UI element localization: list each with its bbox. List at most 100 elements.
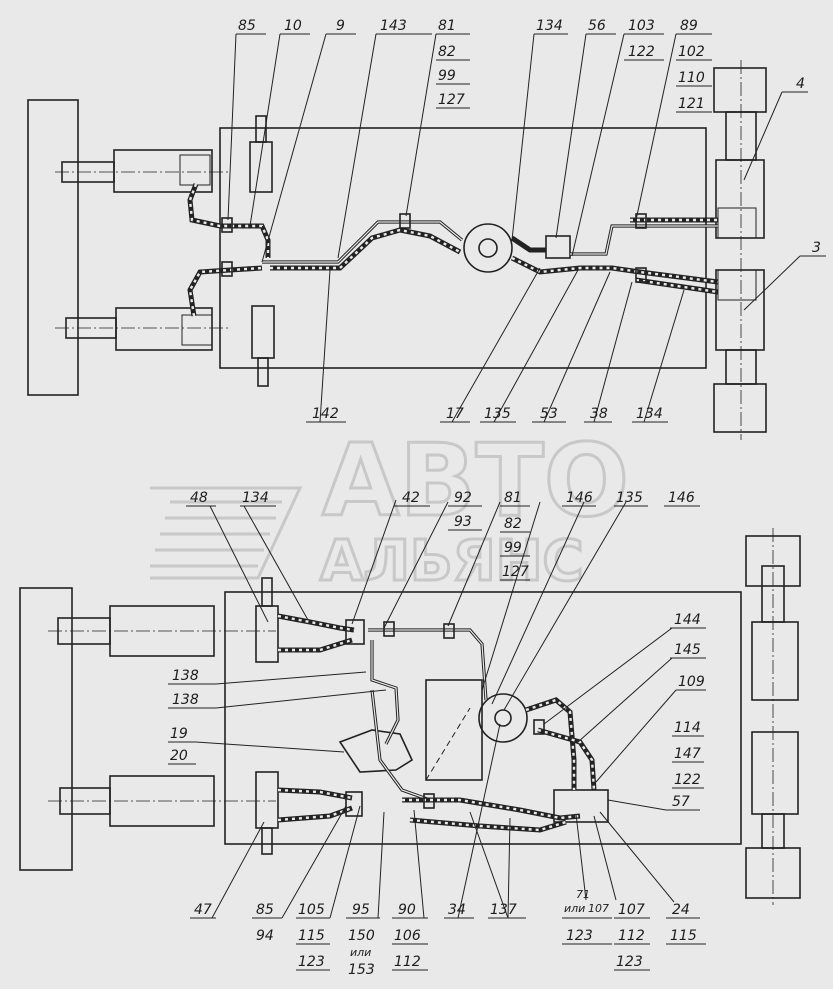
- label-38: 38: [590, 406, 608, 422]
- label-107-b: 107: [618, 902, 645, 918]
- label-92: 92: [454, 490, 472, 506]
- front-axle-beam: [27, 99, 79, 396]
- label-135-top: 135: [484, 406, 511, 422]
- bottom-leaders: [195, 499, 677, 919]
- label-123-b: 123: [566, 928, 593, 944]
- label-24: 24: [672, 902, 690, 918]
- label-81-bv: 81: [504, 490, 522, 506]
- cylinder-valve-upper: [179, 154, 211, 186]
- label-112-a: 112: [394, 954, 421, 970]
- watermark-line1: АВТО: [322, 422, 629, 539]
- cylinder-body-upper: [113, 149, 213, 193]
- label-150: 150: [348, 928, 375, 944]
- label-109: 109: [678, 674, 705, 690]
- top-labels: 85 10 9 143 81 82 99 127 134 56 103 122 …: [238, 18, 821, 422]
- label-85-bv: 85: [256, 902, 274, 918]
- label-53: 53: [540, 406, 558, 422]
- label-105: 105: [298, 902, 325, 918]
- bottom-view: 48 134 42 92 93 81 82 99 127 146 135 146…: [19, 490, 801, 978]
- post-47: [255, 771, 279, 829]
- label-138-b: 138: [172, 692, 199, 708]
- cylinder-body-lower: [115, 307, 213, 351]
- label-134-bottom: 134: [636, 406, 663, 422]
- label-115-b: 115: [670, 928, 697, 944]
- label-20: 20: [170, 748, 188, 764]
- label-99-bv: 99: [504, 540, 522, 556]
- label-10: 10: [284, 18, 302, 34]
- label-3: 3: [812, 240, 821, 256]
- label-112-b: 112: [618, 928, 645, 944]
- label-127-bv: 127: [502, 564, 529, 580]
- watermark-logo: [150, 486, 303, 580]
- label-56: 56: [588, 18, 606, 34]
- label-9: 9: [336, 18, 345, 34]
- wheel-block-3: [715, 269, 765, 351]
- label-ili-1: или: [350, 946, 371, 959]
- label-89: 89: [680, 18, 698, 34]
- label-82: 82: [438, 44, 456, 60]
- watermark-line2: АЛЬЯНС: [320, 529, 584, 594]
- frame-outline: [219, 127, 707, 369]
- label-145: 145: [674, 642, 701, 658]
- label-146-b: 146: [668, 490, 695, 506]
- label-123-c: 123: [616, 954, 643, 970]
- block-57: [553, 789, 609, 823]
- label-138-a: 138: [172, 668, 199, 684]
- label-146-a: 146: [566, 490, 593, 506]
- bottom-labels: 48 134 42 92 93 81 82 99 127 146 135 146…: [170, 490, 705, 978]
- label-95: 95: [352, 902, 370, 918]
- label-71: 71: [576, 888, 590, 901]
- label-142: 142: [312, 406, 339, 422]
- post-lower: [251, 305, 275, 359]
- label-134-bv: 134: [242, 490, 269, 506]
- label-103: 103: [628, 18, 655, 34]
- label-107-a: 107: [588, 902, 609, 915]
- label-127: 127: [438, 92, 465, 108]
- wheel-block-4: [715, 159, 765, 239]
- cylinder-valve-lower: [181, 314, 213, 346]
- label-110: 110: [678, 70, 705, 86]
- frame-outline-bottom: [224, 591, 742, 845]
- rear-axle-beam: [19, 587, 73, 871]
- label-143: 143: [380, 18, 407, 34]
- label-81: 81: [438, 18, 456, 34]
- label-122: 122: [628, 44, 655, 60]
- label-85: 85: [238, 18, 256, 34]
- label-ili-2: или: [564, 902, 585, 915]
- label-82-bv: 82: [504, 516, 522, 532]
- label-144: 144: [674, 612, 701, 628]
- label-93: 93: [454, 514, 472, 530]
- label-147: 147: [674, 746, 701, 762]
- label-99: 99: [438, 68, 456, 84]
- label-121: 121: [678, 96, 705, 112]
- bottom-underlines: [168, 505, 706, 971]
- label-19: 19: [170, 726, 188, 742]
- engine-block: [425, 679, 483, 781]
- top-view: 85 10 9 143 81 82 99 127 134 56 103 122 …: [27, 18, 826, 440]
- label-137: 137: [490, 902, 517, 918]
- central-pump: [463, 223, 513, 273]
- label-153: 153: [348, 962, 375, 978]
- label-114: 114: [674, 720, 701, 736]
- top-underlines: [236, 33, 826, 423]
- valve-56: [545, 235, 571, 259]
- label-135-bv: 135: [616, 490, 643, 506]
- post-48: [255, 605, 279, 663]
- label-57: 57: [672, 794, 690, 810]
- label-134-top: 134: [536, 18, 563, 34]
- valve-19-20: [338, 729, 414, 773]
- label-94: 94: [256, 928, 274, 944]
- label-123-a: 123: [298, 954, 325, 970]
- label-48: 48: [190, 490, 208, 506]
- label-34: 34: [448, 902, 466, 918]
- watermark: АВТО АЛЬЯНС: [150, 421, 630, 596]
- top-leaders: [227, 33, 801, 423]
- label-47: 47: [194, 902, 212, 918]
- pump-34: [478, 693, 528, 743]
- label-122-bv: 122: [674, 772, 701, 788]
- label-4: 4: [796, 76, 805, 92]
- fitting-42: [345, 619, 365, 645]
- label-102: 102: [678, 44, 705, 60]
- label-106: 106: [394, 928, 421, 944]
